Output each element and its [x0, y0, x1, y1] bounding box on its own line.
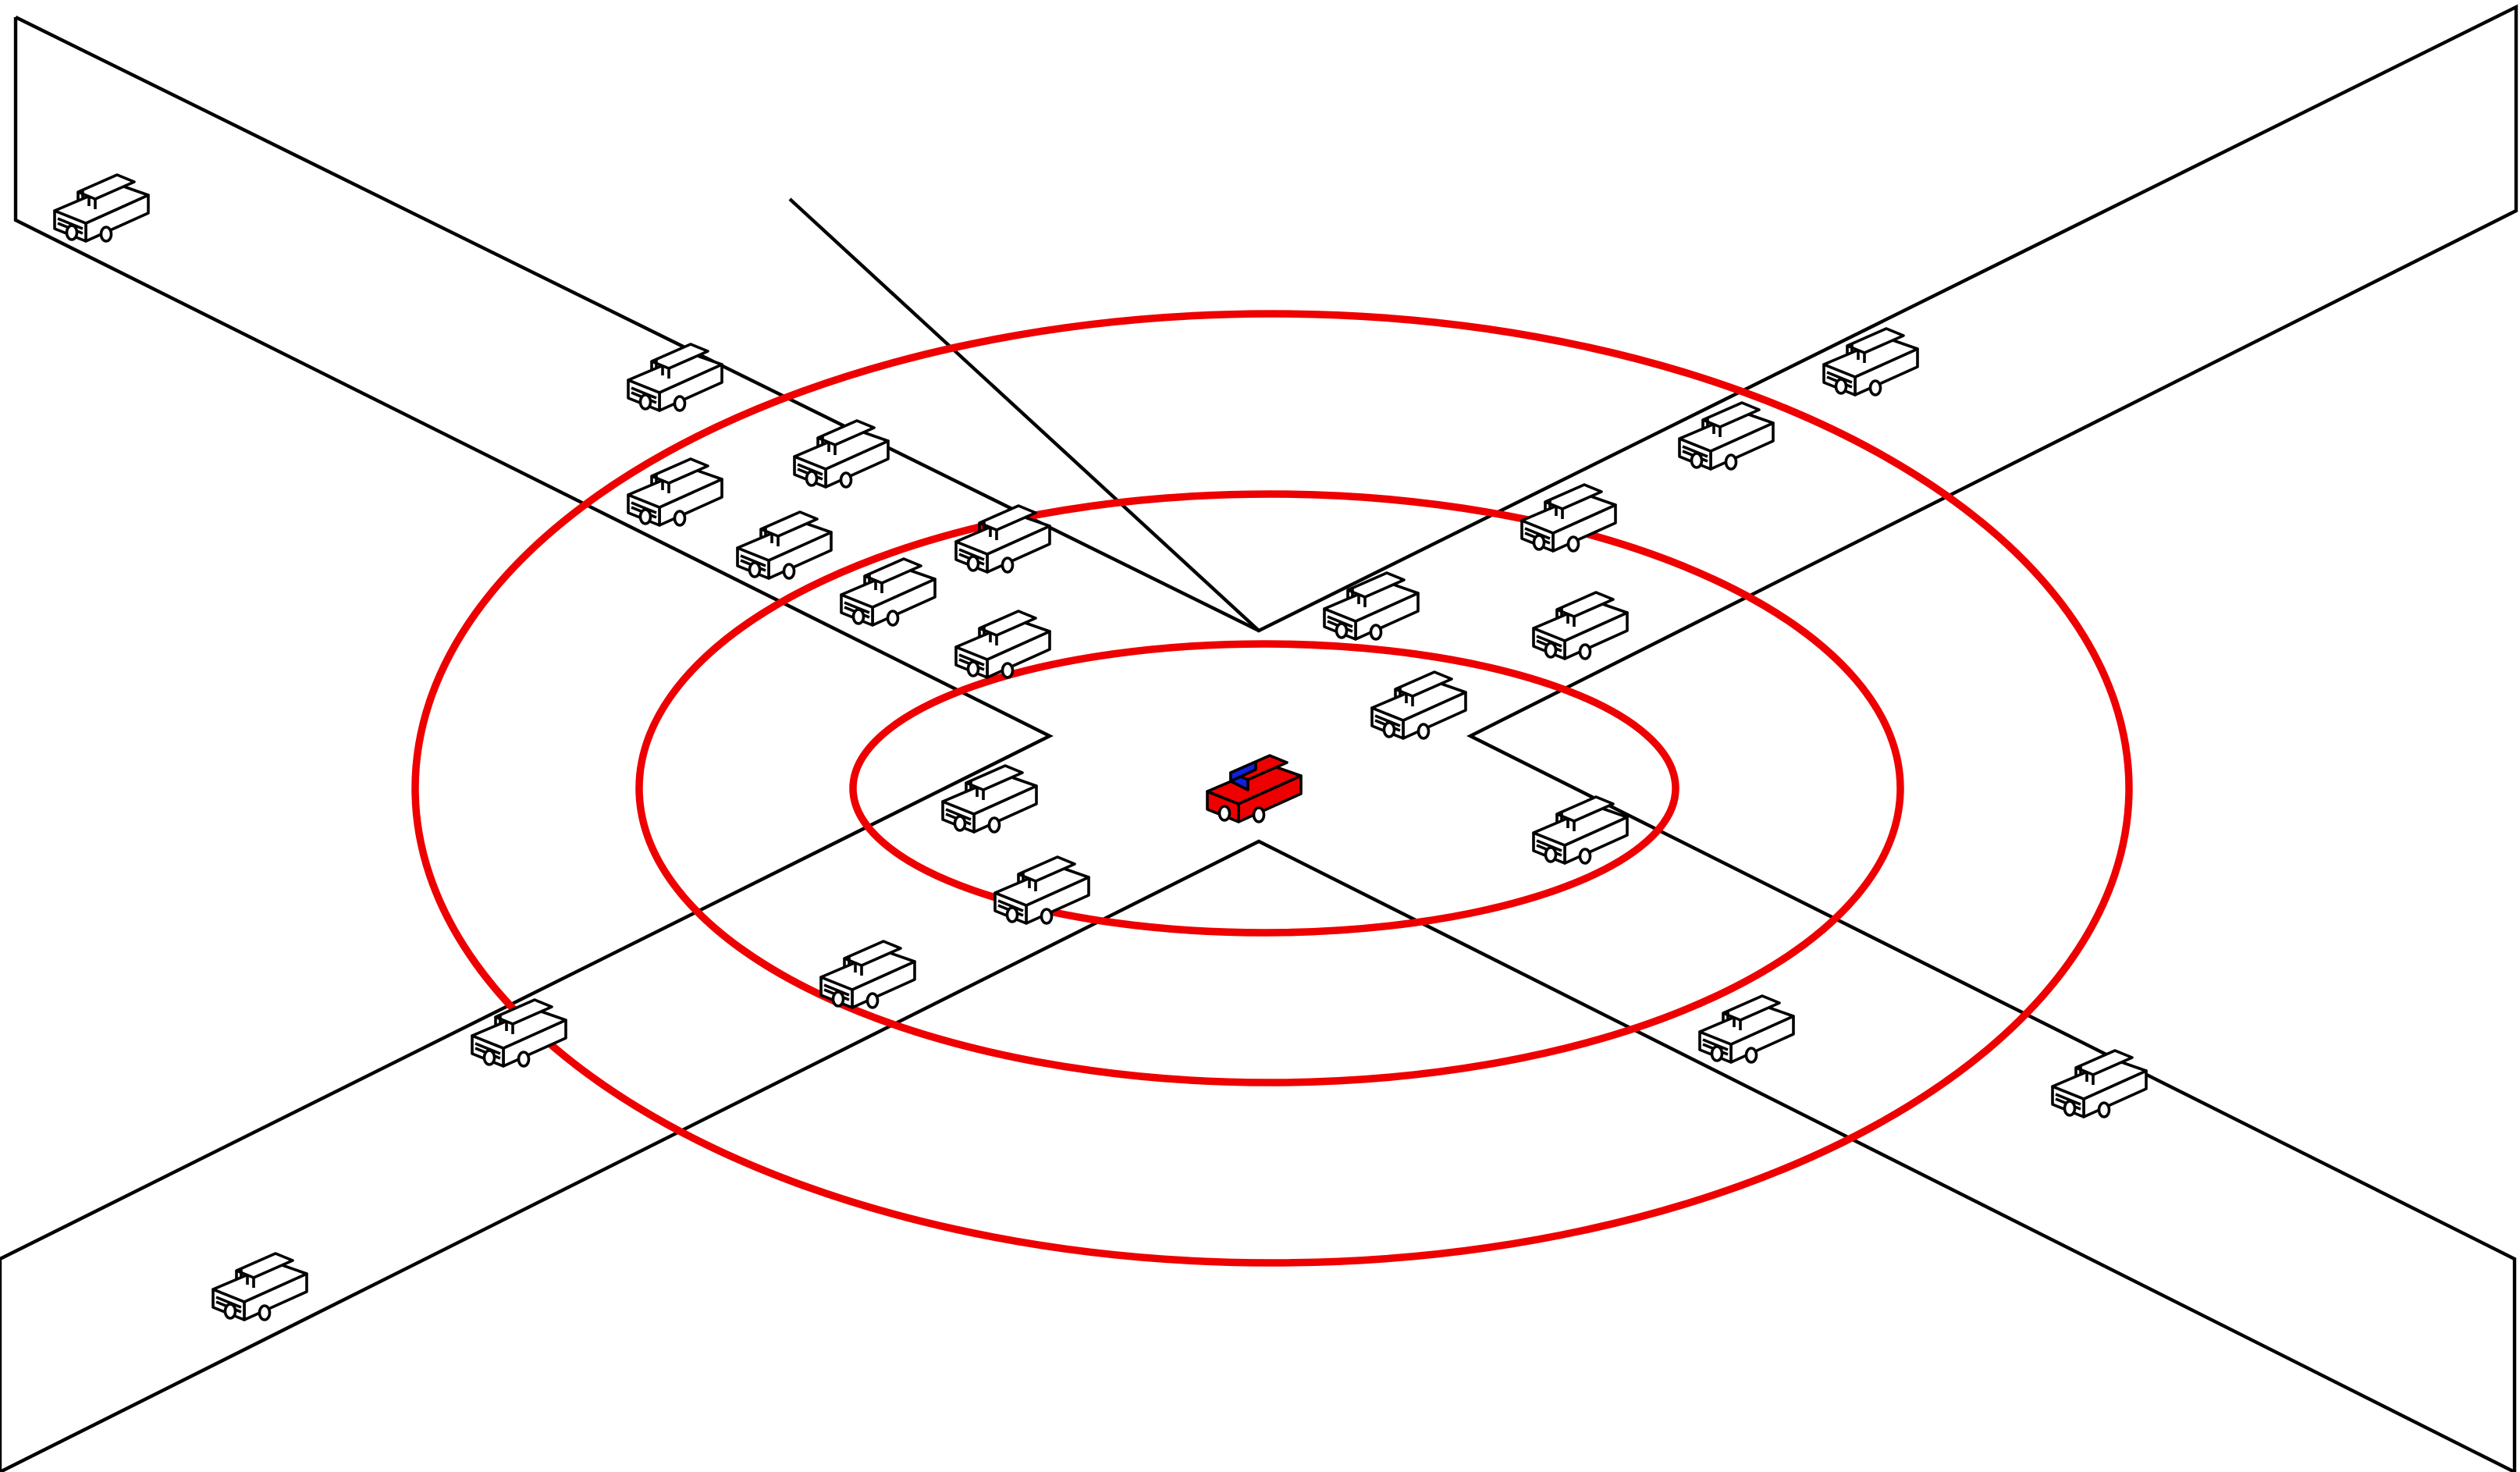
range-rings — [411, 310, 2133, 1267]
car-icon — [1698, 994, 1795, 1064]
inner-range-ring — [849, 640, 1679, 937]
car-icon — [53, 173, 150, 243]
car-icon — [736, 510, 833, 580]
car-icon — [471, 998, 567, 1068]
car-icon — [1678, 401, 1775, 471]
car-icon — [1323, 571, 1420, 641]
outer-range-ring — [411, 310, 2133, 1267]
road-west-arm — [0, 17, 1054, 1472]
ego-vehicle-icon — [1206, 754, 1303, 823]
road-south-east-arm — [0, 839, 2515, 1472]
car-icon — [819, 940, 916, 1009]
car-icon — [941, 764, 1038, 834]
car-icon — [1822, 327, 1919, 396]
car-icon — [1532, 591, 1629, 660]
car-icon — [211, 1252, 308, 1321]
middle-range-ring — [635, 490, 1904, 1086]
car-icon — [627, 343, 723, 412]
road-north-west-edge — [15, 16, 1260, 632]
car-icon — [1370, 670, 1467, 740]
car-icon — [2051, 1049, 2148, 1118]
road-network — [0, 4, 2518, 1472]
car-icon — [793, 419, 890, 489]
